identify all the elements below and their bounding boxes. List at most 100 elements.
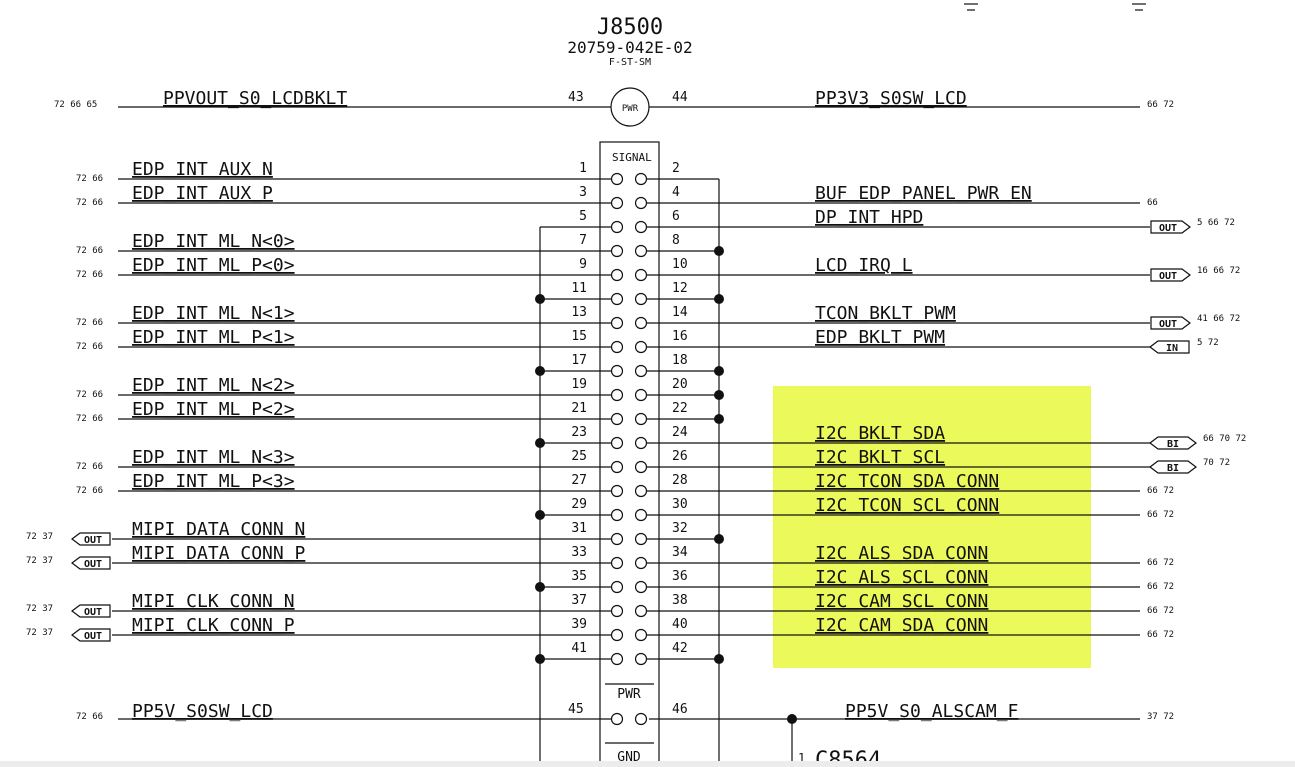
net-refs: 72 66 xyxy=(76,342,103,352)
pin-even xyxy=(634,172,648,186)
offpage-output-flag-icon xyxy=(71,532,111,546)
pin-odd xyxy=(610,604,624,618)
junction-dot xyxy=(714,654,724,664)
pin-number: 38 xyxy=(672,593,688,608)
junction-dot xyxy=(535,438,545,448)
pin-even xyxy=(634,292,648,306)
net-refs: 72 66 xyxy=(76,486,103,496)
offpage-output-flag-icon xyxy=(1150,220,1191,234)
net-label: MIPI_DATA_CONN_N xyxy=(132,519,305,540)
pin-even xyxy=(634,628,648,642)
net-label: EDP_INT_ML_P<2> xyxy=(132,399,295,420)
pin-even xyxy=(634,460,648,474)
pin-number: 13 xyxy=(571,305,587,320)
connector-variant: F-ST-SM xyxy=(609,57,651,68)
flag-label: OUT xyxy=(1159,319,1177,330)
flag-label: BI xyxy=(1167,439,1179,450)
net-label: I2C_CAM_SDA_CONN xyxy=(815,615,988,636)
pin-number: 33 xyxy=(571,545,587,560)
pin-odd xyxy=(610,292,624,306)
pin-number: 32 xyxy=(672,521,688,536)
junction-dot xyxy=(535,294,545,304)
net-refs: 72 37 xyxy=(26,532,53,542)
net-label: EDP_INT_AUX_N xyxy=(132,159,273,180)
pin-even xyxy=(634,412,648,426)
pin-number: 11 xyxy=(571,281,587,296)
pin-even xyxy=(634,604,648,618)
junction-dot xyxy=(535,366,545,376)
pin-number: 16 xyxy=(672,329,688,344)
pin-number: 9 xyxy=(579,257,587,272)
net-refs: 70 72 xyxy=(1203,458,1230,468)
pin-odd xyxy=(610,340,624,354)
pin-number: 15 xyxy=(571,329,587,344)
net-label: EDP_INT_ML_P<0> xyxy=(132,255,295,276)
net-refs: 66 72 xyxy=(1147,100,1174,110)
net-refs: 72 66 xyxy=(76,198,103,208)
net-refs: 72 66 xyxy=(76,712,103,722)
net-label: EDP_INT_ML_P<3> xyxy=(132,471,295,492)
net-label: I2C_ALS_SDA_CONN xyxy=(815,543,988,564)
net-label: EDP_INT_AUX_P xyxy=(132,183,273,204)
net-refs: 72 37 xyxy=(26,604,53,614)
net-label: I2C_BKLT_SCL xyxy=(815,447,945,468)
junction-dot xyxy=(714,366,724,376)
pin-number: 36 xyxy=(672,569,688,584)
net-refs: 66 xyxy=(1147,198,1158,208)
offpage-output-flag-icon xyxy=(1150,268,1191,282)
pin-even xyxy=(634,436,648,450)
junction-dot xyxy=(714,294,724,304)
pin-number: 6 xyxy=(672,209,680,224)
pin-even xyxy=(634,580,648,594)
offpage-output-flag-icon xyxy=(71,628,111,642)
connector-part-number: 20759-042E-02 xyxy=(567,38,692,57)
flag-label: OUT xyxy=(84,559,102,570)
pin-number: 2 xyxy=(672,161,680,176)
pin-number: 23 xyxy=(571,425,587,440)
net-label: I2C_ALS_SCL_CONN xyxy=(815,567,988,588)
net-refs: 5 72 xyxy=(1197,338,1219,348)
pwr-section-label: PWR xyxy=(617,687,641,702)
pin-odd xyxy=(610,652,624,666)
net-pp5v-s0-alscam-f: PP5V_S0_ALSCAM_F xyxy=(845,701,1018,722)
pin-number: 1 xyxy=(579,161,587,176)
pin-even xyxy=(634,268,648,282)
offpage-bidir-flag-icon xyxy=(1149,436,1197,450)
net-label: EDP_INT_ML_N<0> xyxy=(132,231,295,252)
pin-even xyxy=(634,508,648,522)
pin-odd xyxy=(610,172,624,186)
pin-odd xyxy=(610,412,624,426)
pin-odd xyxy=(610,268,624,282)
capacitor-pin-number: 1 xyxy=(798,751,805,765)
pin-number: 18 xyxy=(672,353,688,368)
net-refs: 72 66 xyxy=(76,414,103,424)
pin-odd xyxy=(610,244,624,258)
net-refs: 16 66 72 xyxy=(1197,266,1240,276)
pin-odd xyxy=(610,196,624,210)
offpage-input-flag-icon xyxy=(1149,340,1190,354)
pin-odd xyxy=(610,556,624,570)
pin-even xyxy=(634,244,648,258)
flag-label: OUT xyxy=(84,607,102,618)
net-refs: 66 72 xyxy=(1147,606,1174,616)
net-ppvout-s0-lcdbklt: PPVOUT_S0_LCDBKLT xyxy=(163,88,347,109)
net-refs: 72 37 xyxy=(26,556,53,566)
flag-label: OUT xyxy=(84,631,102,642)
net-refs: 66 72 xyxy=(1147,510,1174,520)
offpage-output-flag-icon xyxy=(71,556,111,570)
net-label: LCD_IRQ_L xyxy=(815,255,913,276)
pin-number: 22 xyxy=(672,401,688,416)
connector-refdes: J8500 xyxy=(597,15,663,40)
net-refs: 72 66 xyxy=(76,246,103,256)
pin-number: 19 xyxy=(571,377,587,392)
net-label: EDP_INT_ML_N<2> xyxy=(132,375,295,396)
